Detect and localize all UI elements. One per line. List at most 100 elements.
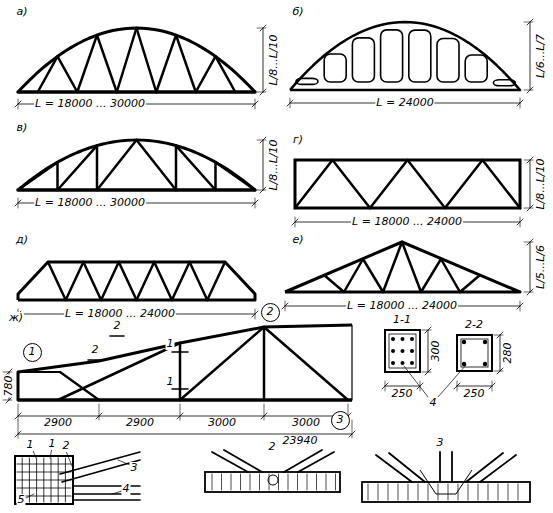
extension-line <box>3 372 12 373</box>
figure-letter: д) <box>15 234 29 246</box>
callout-number: 2 <box>113 320 122 332</box>
callout-number: 1 <box>48 438 57 450</box>
truss-outline <box>18 262 255 300</box>
stirrup <box>259 474 260 490</box>
figure-letter: е) <box>291 234 304 246</box>
extension-line <box>180 404 181 420</box>
callout-number: 3 <box>130 462 139 474</box>
bottom-chord <box>18 188 255 192</box>
extension-line <box>422 372 431 373</box>
extension-line <box>255 309 256 319</box>
extension-line <box>255 198 256 208</box>
extension-line <box>422 330 431 331</box>
truss-member <box>207 262 225 300</box>
truss-member <box>119 262 137 300</box>
callout-number: 3000 <box>291 417 321 429</box>
truss-member <box>48 262 66 300</box>
diagonal <box>224 450 262 472</box>
truss-member <box>264 327 348 400</box>
truss-outline <box>295 160 520 208</box>
chord-bar <box>73 499 140 501</box>
truss-member <box>58 146 98 190</box>
truss-member <box>18 162 58 190</box>
top-chord <box>18 325 352 372</box>
extension-line <box>3 400 12 401</box>
extension-line <box>352 420 353 438</box>
callout-number: 2-2 <box>464 319 484 331</box>
dimension-text: L/6...L/7 <box>535 33 547 79</box>
extension-line <box>524 292 533 293</box>
dimension-line <box>263 28 264 92</box>
callout-number: 3 <box>436 437 445 449</box>
dimension-line <box>530 160 531 208</box>
rebar <box>401 361 405 365</box>
truss-member <box>176 35 196 92</box>
figure-letter: в) <box>16 122 29 134</box>
dimension-text: L/8...L/10 <box>268 33 280 86</box>
truss-member <box>196 56 216 92</box>
truss-member <box>460 275 480 292</box>
stirrup <box>307 474 308 490</box>
callout-number: 4 <box>429 397 438 409</box>
mesh-bar <box>17 464 71 465</box>
dimension-tick <box>15 431 21 437</box>
truss-chord <box>18 28 255 92</box>
opening <box>437 39 459 82</box>
rebar <box>391 349 395 353</box>
truss-member <box>383 242 402 292</box>
section-mark <box>172 351 188 353</box>
leader-line <box>112 491 122 494</box>
dimension-text: L/8...L/10 <box>268 138 280 191</box>
dimension-text: L = 18000 ... 30000 <box>34 197 146 209</box>
opening <box>352 38 374 82</box>
truss-member <box>154 262 172 300</box>
extension-line <box>457 381 458 391</box>
extension-line <box>290 98 291 108</box>
node-callout: 1 <box>23 343 42 362</box>
stirrup <box>221 474 222 490</box>
extension-line <box>18 420 19 438</box>
truss-member <box>58 56 78 92</box>
stirrup <box>240 474 241 490</box>
section-mark <box>88 359 102 361</box>
figure-letter: б) <box>291 6 304 18</box>
callout-number: 2900 <box>43 417 73 429</box>
extension-line <box>524 160 533 161</box>
truss-member <box>101 262 119 300</box>
extension-line <box>524 242 533 243</box>
truss-member <box>421 259 441 292</box>
opening <box>324 54 346 82</box>
extension-line <box>492 381 493 391</box>
dimension-text: L = 18000 ... 24000 <box>64 308 176 320</box>
truss-outline <box>285 242 520 292</box>
chord <box>205 472 340 492</box>
leader-line <box>118 460 130 465</box>
callout-number: 2 <box>268 441 277 453</box>
figure-letter: г) <box>292 134 304 146</box>
truss-member <box>214 162 217 190</box>
stirrup <box>288 474 289 490</box>
dimension-tick <box>15 413 21 419</box>
end-block <box>17 372 20 400</box>
dimension-text: L = 18000 ... 24000 <box>351 216 463 228</box>
callout-number: 23940 <box>282 435 319 447</box>
stirrup <box>518 484 519 500</box>
opening <box>493 80 515 86</box>
truss-member <box>66 262 84 300</box>
stirrup <box>468 484 469 500</box>
u-bar <box>420 470 472 494</box>
callout-number: 300 <box>430 340 442 363</box>
truss-member <box>97 140 137 190</box>
extension-line <box>257 140 266 141</box>
stirrup <box>478 484 479 500</box>
mesh-bar <box>17 472 71 473</box>
node-callout: 2 <box>261 303 280 322</box>
truss-member <box>344 259 363 292</box>
stirrup <box>378 484 379 500</box>
rebar <box>401 337 405 341</box>
node-callout: 3 <box>331 411 350 430</box>
truss-member <box>156 35 176 92</box>
rebar <box>410 337 414 341</box>
extension-line <box>285 301 286 311</box>
callout-number: 280 <box>502 342 514 365</box>
